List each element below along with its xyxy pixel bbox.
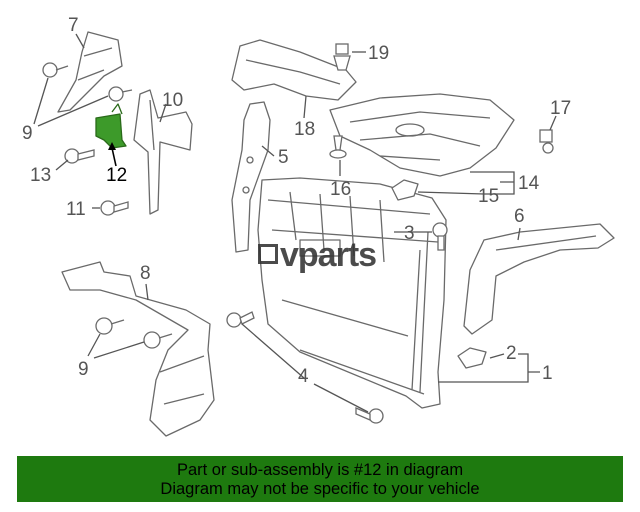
callout-17: 17 [550, 98, 572, 119]
part-9-clip-lower-b [143, 331, 173, 349]
callout-3: 3 [404, 223, 415, 244]
callout-8: 8 [140, 263, 151, 284]
callout-1: 1 [542, 363, 553, 384]
leader-8 [145, 283, 149, 301]
leader-14 [417, 171, 515, 195]
leader-5 [261, 145, 275, 157]
leader-7 [75, 33, 85, 49]
leader-18 [303, 95, 307, 119]
diagram-drawing [33, 31, 615, 437]
callout-9-upper: 9 [22, 123, 33, 144]
callout-14: 14 [518, 173, 540, 194]
leader-12 [111, 147, 117, 167]
part-12-bracket [95, 113, 127, 149]
part-17-clip [539, 129, 554, 154]
callout-5: 5 [278, 147, 289, 168]
part-13-bolt [64, 148, 95, 164]
vparts-watermark: vparts [258, 236, 377, 275]
callout-19: 19 [368, 43, 390, 64]
info-banner: Part or sub-assembly is #12 in diagram D… [17, 456, 623, 502]
part-2-nut [457, 347, 487, 369]
callout-11: 11 [66, 199, 86, 220]
callout-10: 10 [162, 90, 184, 111]
part-9-clip-upper-b [108, 86, 133, 102]
banner-line-2: Diagram may not be specific to your vehi… [160, 480, 480, 498]
leader-9-upper [33, 77, 109, 127]
banner-line-1: Part or sub-assembly is #12 in diagram [176, 461, 464, 479]
part-15-nut [391, 179, 419, 201]
part-19-clip [333, 43, 351, 71]
leader-9-lower [87, 333, 145, 359]
part-16-clip [329, 135, 347, 159]
part-11-bolt [100, 200, 129, 216]
part-18-duct [231, 39, 357, 101]
part-10-bracket [133, 89, 193, 215]
part-8-air-guide [61, 261, 215, 437]
leader-10 [159, 103, 167, 123]
callout-12: 12 [106, 165, 128, 186]
callout-15: 15 [478, 186, 500, 207]
callout-2: 2 [506, 343, 517, 364]
callout-7: 7 [68, 15, 79, 36]
part-4-bolt-lower [355, 407, 384, 424]
parts-diagram: 7 9 10 12 13 11 19 18 5 16 17 14 15 3 6 … [22, 15, 615, 437]
leader-6 [517, 227, 521, 241]
callout-13: 13 [30, 165, 52, 186]
vparts-logo-icon [258, 244, 278, 264]
part-6-side-support [463, 223, 615, 335]
leader-1 [438, 353, 540, 383]
leader-13 [55, 159, 69, 171]
part-3-bolt [432, 222, 448, 251]
watermark-text: vparts [280, 236, 377, 274]
part-7-air-guide [57, 31, 123, 113]
leader-4 [241, 323, 369, 413]
part-9-clip-upper-a [42, 62, 69, 78]
part-5-support [231, 101, 271, 253]
callout-4: 4 [298, 366, 309, 387]
leader-12-arrow [108, 142, 116, 150]
callout-18: 18 [294, 119, 316, 140]
leader-17 [549, 115, 557, 131]
callout-16: 16 [330, 179, 352, 200]
part-4-bolt-upper [226, 311, 255, 328]
callout-9-lower: 9 [78, 359, 89, 380]
callout-6: 6 [514, 206, 525, 227]
part-9-clip-lower-a [95, 317, 125, 335]
leader-2 [489, 353, 505, 359]
